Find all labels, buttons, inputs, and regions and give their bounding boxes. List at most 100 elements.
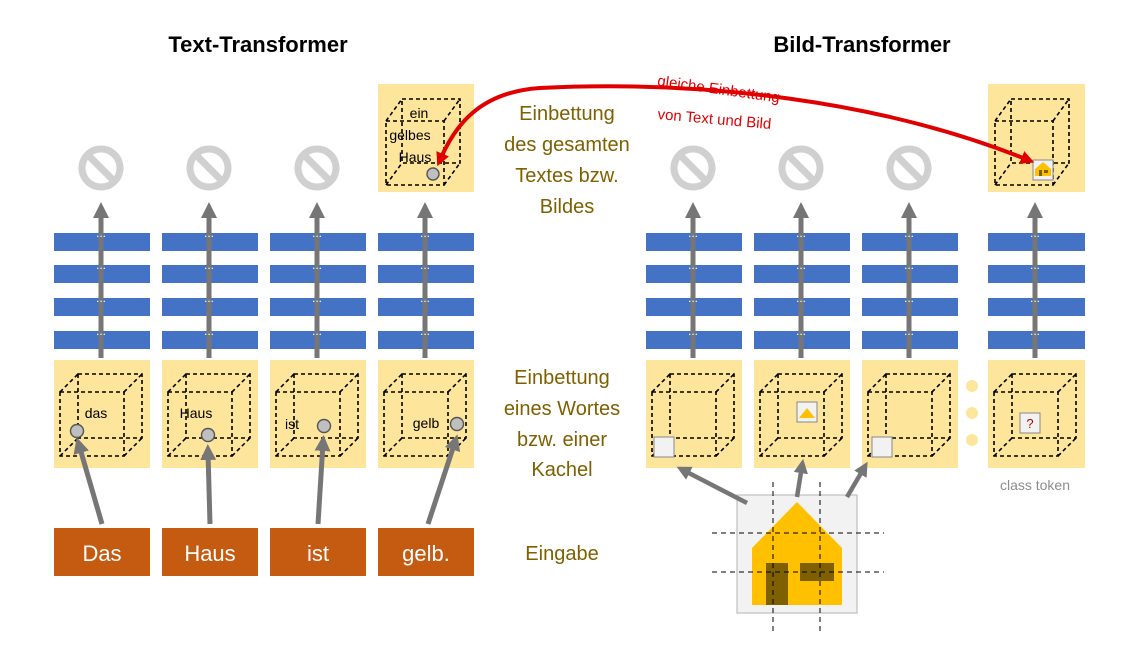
layer-ellipsis: ... bbox=[796, 324, 806, 338]
patch-grid bbox=[712, 482, 884, 632]
word-embedding-cube bbox=[275, 373, 359, 457]
input-label: Eingabe bbox=[525, 543, 598, 565]
text-column-4: ............ gelb gelb. bbox=[378, 201, 474, 576]
layer-ellipsis: ... bbox=[904, 291, 914, 305]
input-token-box bbox=[378, 528, 474, 576]
layer-ellipsis: ... bbox=[1030, 291, 1040, 305]
embedding-word: Haus bbox=[180, 405, 213, 421]
blocked-icon bbox=[294, 145, 340, 191]
shared-embedding-label-line-1: gleiche Einbettung bbox=[656, 73, 781, 107]
embedding-word: ist bbox=[285, 416, 299, 432]
tile-thumbnail-icon bbox=[871, 436, 893, 458]
tile-thumbnail-icon bbox=[653, 436, 675, 458]
layer-ellipsis: ... bbox=[420, 291, 430, 305]
token-embedding-label-line-3: bzw. einer bbox=[517, 429, 607, 451]
embedding-point bbox=[316, 418, 332, 434]
tile-embedding-cube bbox=[993, 373, 1077, 457]
layer-ellipsis: ... bbox=[904, 258, 914, 272]
layer-ellipsis: ... bbox=[1030, 226, 1040, 240]
layer-ellipsis: ... bbox=[1030, 258, 1040, 272]
text-embedding-point bbox=[426, 167, 440, 181]
layer-ellipsis: ... bbox=[312, 258, 322, 272]
word-embedding-cube bbox=[383, 373, 467, 457]
class-token-label: class token bbox=[1000, 477, 1070, 493]
blocked-icon bbox=[886, 145, 932, 191]
layer-ellipsis: ... bbox=[96, 226, 106, 240]
input-token-box bbox=[54, 528, 150, 576]
embedding-point bbox=[200, 427, 216, 443]
layer-ellipsis: ... bbox=[96, 324, 106, 338]
layer-ellipsis: ... bbox=[688, 291, 698, 305]
input-arrow bbox=[200, 444, 217, 525]
image-global-embedding bbox=[988, 84, 1085, 192]
word-embedding-box bbox=[270, 360, 366, 468]
patch-arrows bbox=[676, 458, 868, 505]
global-embedding-label-line-3: Textes bzw. bbox=[515, 165, 618, 187]
layer-ellipsis: ... bbox=[796, 291, 806, 305]
class-token-question-mark: ? bbox=[1026, 416, 1033, 431]
word-embedding-box bbox=[54, 360, 150, 468]
embedding-point bbox=[449, 416, 465, 432]
layer-ellipsis: ... bbox=[204, 226, 214, 240]
shared-embedding-label-line-2: von Text und Bild bbox=[657, 106, 772, 133]
token-embedding-label-line-4: Kachel bbox=[531, 459, 592, 481]
patch-arrow-1 bbox=[676, 466, 749, 505]
input-token-label: Haus bbox=[184, 541, 235, 566]
input-token-label: gelb. bbox=[402, 541, 450, 566]
word-embedding-cube bbox=[167, 373, 251, 457]
layer-ellipsis: ... bbox=[688, 324, 698, 338]
text-output-word-3: Haus bbox=[399, 149, 432, 165]
layer-ellipsis: ... bbox=[904, 324, 914, 338]
token-embedding-label-line-2: eines Wortes bbox=[504, 398, 620, 420]
blocked-icon bbox=[670, 145, 716, 191]
house-image bbox=[712, 482, 884, 632]
house-thumbnail-icon bbox=[1032, 159, 1054, 181]
layer-ellipsis: ... bbox=[796, 226, 806, 240]
blocked-icon bbox=[778, 145, 824, 191]
patch-arrow-3 bbox=[845, 461, 868, 499]
input-arrow bbox=[314, 435, 331, 525]
layer-ellipsis: ... bbox=[420, 258, 430, 272]
layer-ellipsis: ... bbox=[204, 258, 214, 272]
word-embedding-box bbox=[378, 360, 474, 468]
layer-ellipsis: ... bbox=[688, 258, 698, 272]
class-token-column: ............? bbox=[988, 201, 1085, 468]
tile-ellipsis bbox=[966, 380, 978, 446]
image-transformer-title: Bild-Transformer bbox=[773, 32, 951, 57]
input-token-label: Das bbox=[82, 541, 121, 566]
image-column-1: ............ bbox=[646, 145, 742, 468]
text-global-embedding-cube bbox=[385, 98, 461, 186]
layer-ellipsis: ... bbox=[420, 324, 430, 338]
embedding-word: das bbox=[85, 405, 108, 421]
layer-ellipsis: ... bbox=[312, 291, 322, 305]
embedding-point bbox=[69, 423, 85, 439]
roof-tile-thumbnail-icon bbox=[796, 401, 818, 423]
layer-ellipsis: ... bbox=[312, 324, 322, 338]
layer-ellipsis: ... bbox=[204, 324, 214, 338]
layer-ellipsis: ... bbox=[688, 226, 698, 240]
global-embedding-label-line-2: des gesamten bbox=[504, 134, 630, 156]
text-output-word-2: gelbes bbox=[389, 127, 430, 143]
patch-arrow-2 bbox=[793, 458, 808, 498]
layer-ellipsis: ... bbox=[796, 258, 806, 272]
input-token-box bbox=[270, 528, 366, 576]
layer-ellipsis: ... bbox=[420, 226, 430, 240]
blocked-icon bbox=[78, 145, 124, 191]
class-token-symbol: ? bbox=[1019, 412, 1041, 434]
house-door bbox=[766, 563, 788, 605]
columns-layer: ............dasDas............HausHaus..… bbox=[54, 145, 1085, 576]
text-global-embedding: ein gelbes Haus bbox=[378, 84, 474, 192]
embedding-word: gelb bbox=[413, 415, 440, 431]
global-embedding-label-line-4: Bildes bbox=[540, 196, 594, 218]
layer-ellipsis: ... bbox=[96, 258, 106, 272]
image-column-2: ............ bbox=[754, 145, 850, 468]
input-arrow bbox=[73, 437, 105, 525]
text-output-word-1: ein bbox=[410, 105, 429, 121]
input-arrow bbox=[425, 434, 461, 525]
input-token-box bbox=[162, 528, 258, 576]
